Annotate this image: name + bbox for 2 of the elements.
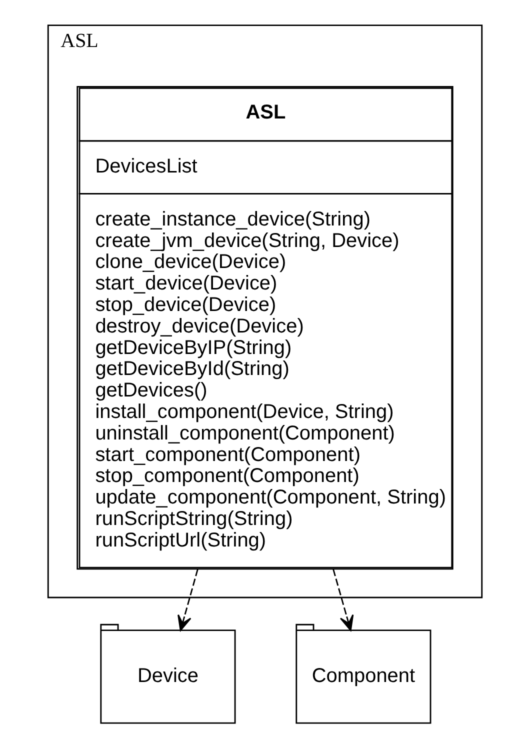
- arrow: [332, 568, 354, 632]
- arrow: [177, 568, 198, 632]
